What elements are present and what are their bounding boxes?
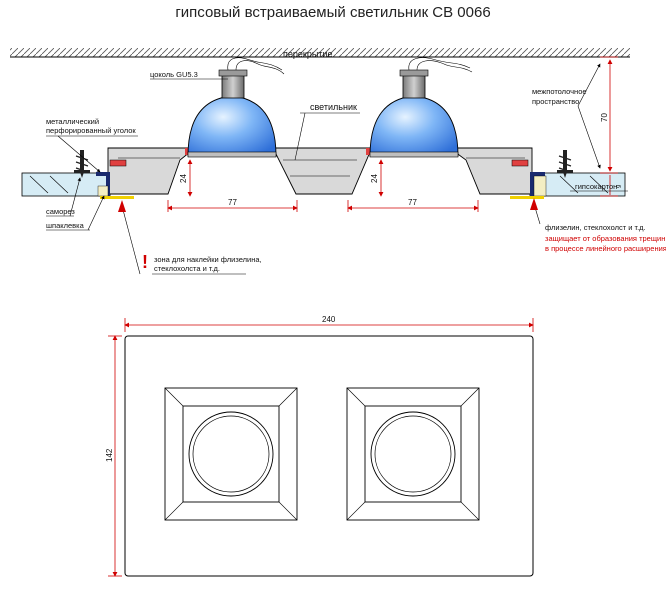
label-plenum-1: межпотолочное: [532, 87, 587, 96]
leader-fixture: [294, 112, 306, 161]
leader-plenum-down: [577, 105, 601, 169]
dim-70: [600, 56, 618, 197]
plan-view: [124, 335, 534, 577]
dim-77-right: [347, 200, 479, 212]
leader-tape: [121, 205, 141, 275]
label-fixture: светильник: [310, 102, 357, 112]
label-drywall: гипсокартон: [575, 182, 617, 191]
dim-24-right-label: 24: [370, 174, 379, 183]
label-protect-2: в процессе линейного расширения: [545, 244, 666, 253]
label-plenum-2: пространство: [532, 97, 579, 106]
fleece-strip-right: [510, 196, 544, 199]
dim-70-label: 70: [600, 113, 609, 122]
fleece-strip-left: [100, 196, 134, 199]
leader-plenum-up: [577, 63, 601, 107]
leader-putty: [87, 195, 105, 231]
dim-77-left-label: 77: [228, 198, 237, 207]
dim-240: [124, 318, 534, 332]
leader-screw: [69, 177, 81, 217]
dim-142: [108, 335, 122, 577]
dim-142-label: 142: [105, 448, 114, 462]
dim-240-label: 240: [322, 315, 336, 324]
screw-left: [74, 150, 90, 178]
warning-mark: !: [142, 252, 148, 272]
plan-cell-right: [346, 387, 480, 521]
label-putty: шпаклевка: [46, 221, 85, 230]
label-socket: цоколь GU5.3: [150, 70, 198, 79]
metal-corner-right: [530, 172, 547, 197]
page-title: гипсовый встраиваемый светильник СВ 0066: [175, 4, 491, 21]
plan-cell-left: [164, 387, 298, 521]
ceiling-label: перекрытие: [283, 49, 332, 59]
label-tape-zone-2: стеклохолста и т.д.: [154, 264, 220, 273]
ceiling-slab: [10, 48, 630, 58]
tape-zone-marker: [118, 200, 126, 212]
leader-corner: [57, 135, 101, 173]
dim-24-left-label: 24: [179, 174, 188, 183]
label-corner-2: перфорированный уголок: [46, 126, 136, 135]
dim-77-right-label: 77: [408, 198, 417, 207]
lamp-right: [369, 57, 473, 158]
drywall-left: [21, 172, 111, 197]
dim-77-left: [167, 200, 298, 212]
fleece-zone-marker: [530, 198, 538, 210]
lamp-left: [187, 57, 285, 158]
label-tape-zone-1: зона для наклейки флизелина,: [154, 255, 262, 264]
dim-9-label: 9: [617, 184, 623, 188]
label-fleece: флизелин, стеклохолст и т.д.: [545, 223, 646, 232]
label-screw: саморез: [46, 207, 75, 216]
label-corner-1: металлический: [46, 117, 99, 126]
screw-right: [557, 150, 573, 178]
plaster-fixture-body: [107, 147, 533, 195]
label-protect-1: защищает от образования трещин: [545, 234, 665, 243]
